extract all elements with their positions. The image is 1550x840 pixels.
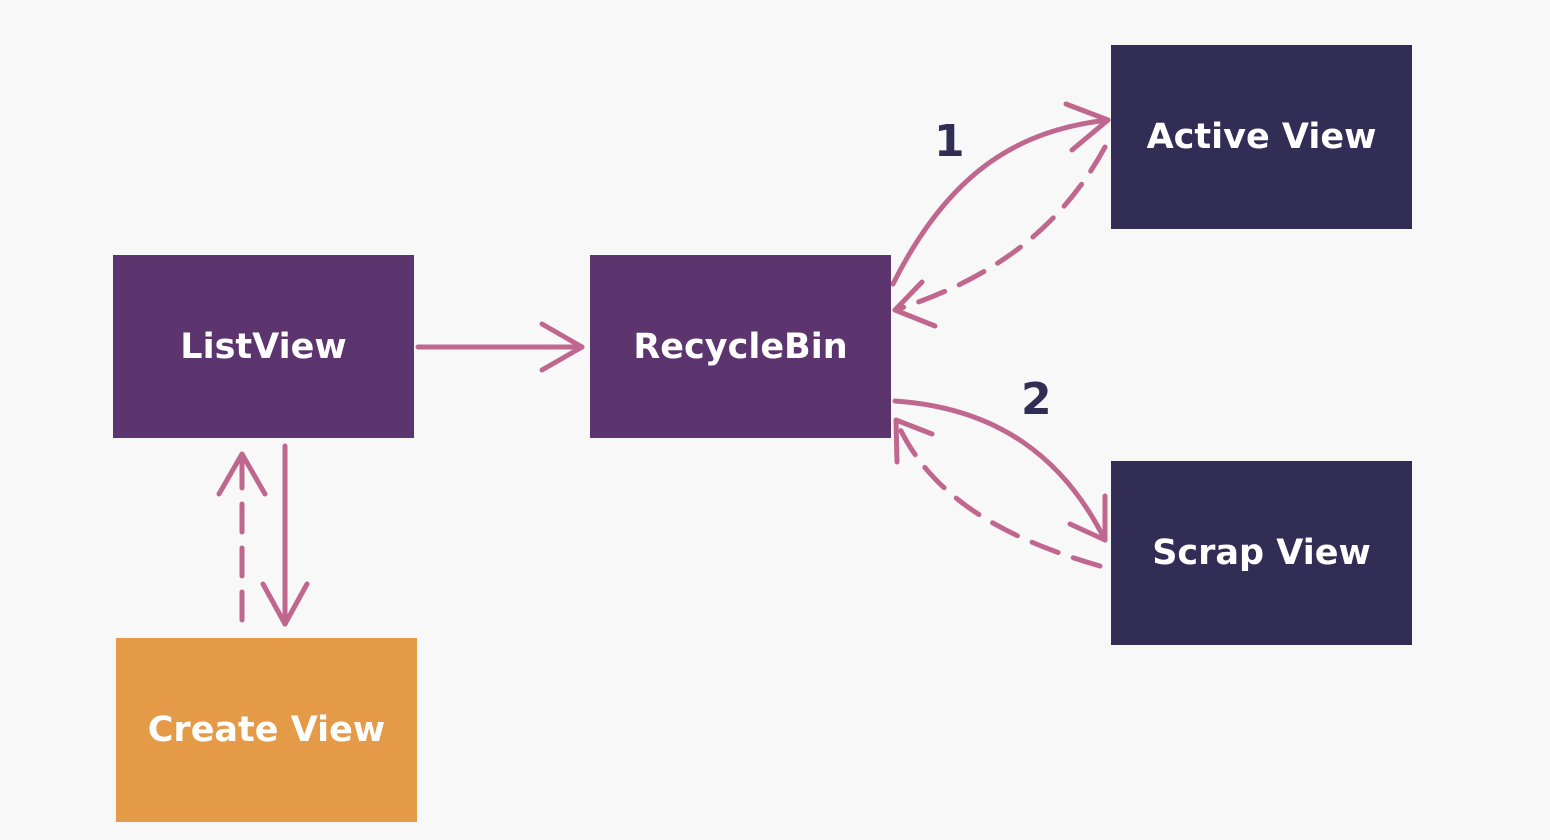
active-view-label: Active View	[1146, 117, 1377, 157]
recyclebin-label: RecycleBin	[633, 326, 848, 367]
edge-recyclebin-to-active-view	[890, 101, 1111, 287]
active-view-node: Active View	[1111, 45, 1412, 229]
edge-active-view-to-recyclebin-return	[892, 144, 1108, 329]
edge-scrap-view-to-recyclebin-return	[893, 417, 1103, 569]
step-2-label: 2	[1021, 374, 1052, 425]
create-view-node: Create View	[116, 638, 417, 822]
edge-create-view-to-listview-return	[216, 451, 268, 623]
edge-listview-to-recyclebin	[415, 321, 585, 373]
step-1-label: 1	[934, 116, 965, 167]
edge-recyclebin-to-scrap-view	[892, 398, 1108, 543]
scrap-view-label: Scrap View	[1152, 533, 1371, 573]
create-view-label: Create View	[147, 710, 386, 750]
recyclebin-node: RecycleBin	[590, 255, 891, 438]
listview-node: ListView	[113, 255, 414, 438]
listview-label: ListView	[180, 326, 347, 367]
scrap-view-node: Scrap View	[1111, 461, 1412, 645]
edge-listview-to-create-view	[260, 443, 310, 627]
